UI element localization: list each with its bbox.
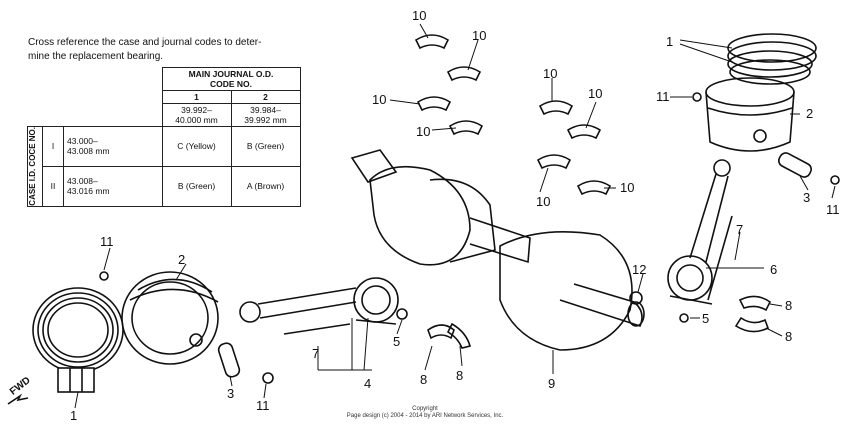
main-bearing-4 bbox=[448, 120, 484, 136]
callout-8: 8 bbox=[785, 329, 792, 344]
callout-2: 2 bbox=[178, 252, 185, 267]
main-bearing-7 bbox=[536, 154, 572, 170]
rod-bearing-c bbox=[738, 295, 772, 312]
clip-left-upper bbox=[99, 271, 109, 281]
callout-11: 11 bbox=[256, 398, 270, 413]
callout-2: 2 bbox=[806, 106, 813, 121]
callout-10: 10 bbox=[543, 66, 557, 81]
rod-bearing-d bbox=[734, 316, 770, 333]
piston-ring-set-left bbox=[32, 287, 124, 393]
crankshaft bbox=[350, 149, 645, 351]
callout-10: 10 bbox=[472, 28, 486, 43]
callout-labels: 10 10 10 10 10 10 10 10 1 2 11 3 11 7 6 … bbox=[70, 8, 840, 423]
rod-nut-right bbox=[679, 313, 689, 323]
callout-8: 8 bbox=[785, 298, 792, 313]
callout-1: 1 bbox=[70, 408, 77, 423]
rod-bearing-b bbox=[446, 322, 471, 349]
cell-row2-col1: B (Green) bbox=[161, 165, 232, 207]
main-bearing-6 bbox=[566, 124, 602, 140]
cell-row2-col2: A (Brown) bbox=[230, 165, 301, 207]
row-2-code: II bbox=[42, 165, 64, 207]
main-bearing-2 bbox=[446, 66, 482, 82]
clip-right-lower bbox=[830, 175, 840, 185]
clip-left-lower bbox=[262, 372, 274, 384]
crank-plug bbox=[629, 291, 643, 305]
callout-3: 3 bbox=[803, 190, 810, 205]
main-bearing-1 bbox=[414, 34, 450, 50]
row-1-range: 43.000–43.008 mm bbox=[63, 126, 163, 167]
cell-row1-col1: C (Yellow) bbox=[161, 126, 232, 167]
fwd-arrow-icon bbox=[7, 393, 29, 405]
callout-10: 10 bbox=[620, 180, 634, 195]
callout-8: 8 bbox=[420, 372, 427, 387]
copyright-notice: Copyright Page design (c) 2004 - 2014 by… bbox=[330, 406, 520, 420]
journal-code-header: MAIN JOURNAL O.D. CODE NO. bbox=[161, 67, 301, 91]
rod-bearing-a bbox=[427, 324, 455, 340]
main-bearing-3 bbox=[416, 96, 452, 112]
callout-11: 11 bbox=[826, 202, 840, 217]
callout-7: 7 bbox=[312, 346, 319, 361]
connecting-rod-right bbox=[667, 159, 733, 305]
callout-7: 7 bbox=[736, 222, 743, 237]
col-1-range: 39.992–40.000 mm bbox=[161, 103, 232, 127]
clip-right-upper bbox=[692, 92, 702, 102]
note-line-2: mine the replacement bearing. bbox=[28, 51, 164, 62]
callout-10: 10 bbox=[536, 194, 550, 209]
piston-right bbox=[705, 77, 795, 152]
piston-left bbox=[121, 271, 219, 365]
main-bearing-8 bbox=[576, 180, 612, 196]
piston-pin-right bbox=[778, 152, 812, 178]
callout-10: 10 bbox=[416, 124, 430, 139]
callout-12: 12 bbox=[632, 262, 646, 277]
bearing-code-table: MAIN JOURNAL O.D. CODE NO. 1 2 39.992–40… bbox=[27, 67, 301, 207]
callout-10: 10 bbox=[412, 8, 426, 23]
callout-8: 8 bbox=[456, 368, 463, 383]
callout-6: 6 bbox=[770, 262, 777, 277]
cross-reference-note: Cross reference the case and journal cod… bbox=[28, 36, 298, 64]
callout-4: 4 bbox=[364, 376, 371, 391]
callout-5: 5 bbox=[393, 334, 400, 349]
callout-3: 3 bbox=[227, 386, 234, 401]
callout-11: 11 bbox=[100, 234, 114, 249]
callout-10: 10 bbox=[372, 92, 386, 107]
callout-11: 11 bbox=[656, 89, 670, 104]
copyright-line-2: Page design (c) 2004 - 2014 by ARI Netwo… bbox=[346, 413, 504, 419]
callout-1: 1 bbox=[666, 34, 673, 49]
callout-10: 10 bbox=[588, 86, 602, 101]
copyright-line-1: Copyright bbox=[412, 406, 438, 412]
connecting-rod-lower bbox=[239, 277, 399, 335]
callout-5: 5 bbox=[702, 311, 709, 326]
piston-pin-left bbox=[217, 342, 241, 378]
main-bearing-5 bbox=[538, 100, 574, 116]
col-2-range: 39.984–39.992 mm bbox=[230, 103, 301, 127]
note-line-1: Cross reference the case and journal cod… bbox=[28, 37, 262, 48]
callout-9: 9 bbox=[548, 376, 555, 391]
rod-nut-lower bbox=[396, 308, 408, 320]
piston-ring-set-right bbox=[727, 33, 817, 85]
